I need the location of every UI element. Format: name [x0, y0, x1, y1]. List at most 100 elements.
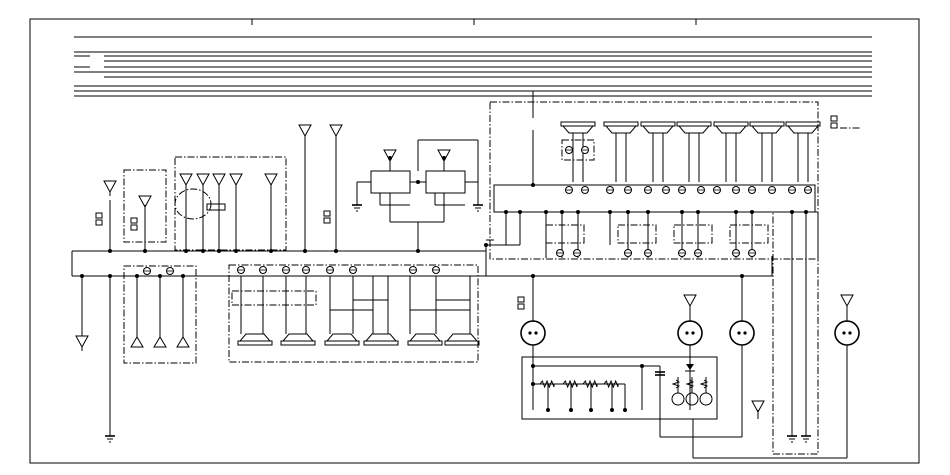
terminal-icon — [732, 186, 740, 194]
terminal-icon — [153, 336, 167, 348]
ground-icon — [473, 204, 483, 212]
terminal-icon — [565, 186, 573, 194]
junction-dot — [416, 249, 420, 253]
junction-dot — [576, 210, 580, 214]
speaker-bank — [228, 264, 479, 363]
junction-dot — [234, 249, 238, 253]
junction-dot — [790, 210, 794, 214]
junction-dot — [135, 274, 139, 278]
speaker-icon — [407, 333, 443, 346]
junction-dot — [750, 210, 754, 214]
junction-dot — [680, 210, 684, 214]
ground-icon — [105, 435, 115, 443]
connector-icon — [517, 296, 525, 310]
junction-dot — [158, 274, 162, 278]
junction-dot — [143, 249, 147, 253]
terminal-icon — [130, 336, 144, 348]
lamp-icon — [699, 377, 713, 406]
junction-dot — [80, 274, 84, 278]
ground-icon — [787, 435, 797, 443]
antenna-module — [174, 156, 287, 251]
antenna-icon — [383, 149, 397, 165]
junction-dot — [108, 274, 112, 278]
terminal-icon — [804, 186, 812, 194]
junction-dot — [388, 156, 392, 160]
ground-harness — [772, 211, 819, 455]
antenna-icon — [437, 149, 451, 165]
junction-dot — [518, 210, 522, 214]
terminal-icon — [606, 186, 614, 194]
junction-dot — [560, 210, 564, 214]
speaker-icon — [785, 121, 821, 182]
antenna-icon — [196, 173, 210, 189]
terminal-icon — [788, 186, 796, 194]
speaker-icon — [324, 333, 360, 346]
terminal-icon — [349, 266, 357, 274]
terminal-icon — [143, 267, 151, 275]
junction-dot — [201, 249, 205, 253]
wire-harness-bundle — [74, 36, 872, 118]
junction-dot — [531, 364, 535, 368]
junction-dot — [740, 274, 744, 278]
junction-dot — [623, 408, 627, 412]
ground-icon — [352, 204, 362, 212]
terminal-icon — [581, 146, 589, 154]
terminal-icon — [768, 186, 776, 194]
terminal-icon — [565, 146, 573, 154]
terminal-icon — [409, 266, 417, 274]
antenna-icon — [298, 124, 312, 140]
junction-dot — [108, 249, 112, 253]
terminal-icon — [326, 266, 334, 274]
connector-icon — [130, 217, 138, 231]
antenna-icon — [840, 294, 854, 310]
speaker-icon — [280, 333, 316, 346]
terminal-icon — [166, 267, 174, 275]
terminal-icon — [282, 266, 290, 274]
junction-dot — [688, 364, 692, 368]
terminal-icon — [302, 266, 310, 274]
junction-dot — [217, 249, 221, 253]
junction-dot — [734, 210, 738, 214]
junction-dot — [546, 408, 550, 412]
junction-dot — [696, 210, 700, 214]
lamp-socket-icon — [520, 320, 546, 346]
speaker-icon — [237, 333, 273, 346]
junction-dot — [184, 249, 188, 253]
ground-module — [123, 265, 197, 364]
main-bus — [71, 239, 772, 277]
ground-icon — [801, 435, 811, 443]
junction-dot — [442, 156, 446, 160]
lamp-circuit — [517, 276, 848, 459]
terminal-icon — [624, 186, 632, 194]
connector-icon — [323, 210, 331, 224]
terminal-icon — [694, 249, 702, 257]
junction-dot — [646, 210, 650, 214]
terminal-icon — [644, 186, 652, 194]
left-section — [81, 169, 167, 436]
connector-icon — [95, 212, 103, 226]
antenna-icon — [264, 173, 278, 189]
lamp-socket-icon — [834, 320, 860, 346]
amplifier-module — [489, 101, 819, 260]
module-box — [123, 169, 167, 243]
antenna-icon — [138, 195, 152, 211]
junction-dot — [416, 180, 420, 184]
lamp-icon — [685, 377, 699, 406]
terminal-icon — [678, 249, 686, 257]
lamp-icon — [671, 377, 685, 406]
junction-dot — [589, 408, 593, 412]
junction-dot — [569, 408, 573, 412]
terminal-icon — [259, 266, 267, 274]
junction-dot — [640, 364, 644, 368]
junction-dot — [544, 210, 548, 214]
antenna-icon — [683, 294, 697, 310]
lamp-socket-icon — [677, 320, 703, 346]
junction-dot — [504, 210, 508, 214]
terminal-icon — [556, 249, 564, 257]
junction-dot — [610, 408, 614, 412]
speaker-icon — [603, 121, 639, 182]
junction-dot — [303, 249, 307, 253]
terminal-icon — [644, 249, 652, 257]
junction-dot — [334, 249, 338, 253]
